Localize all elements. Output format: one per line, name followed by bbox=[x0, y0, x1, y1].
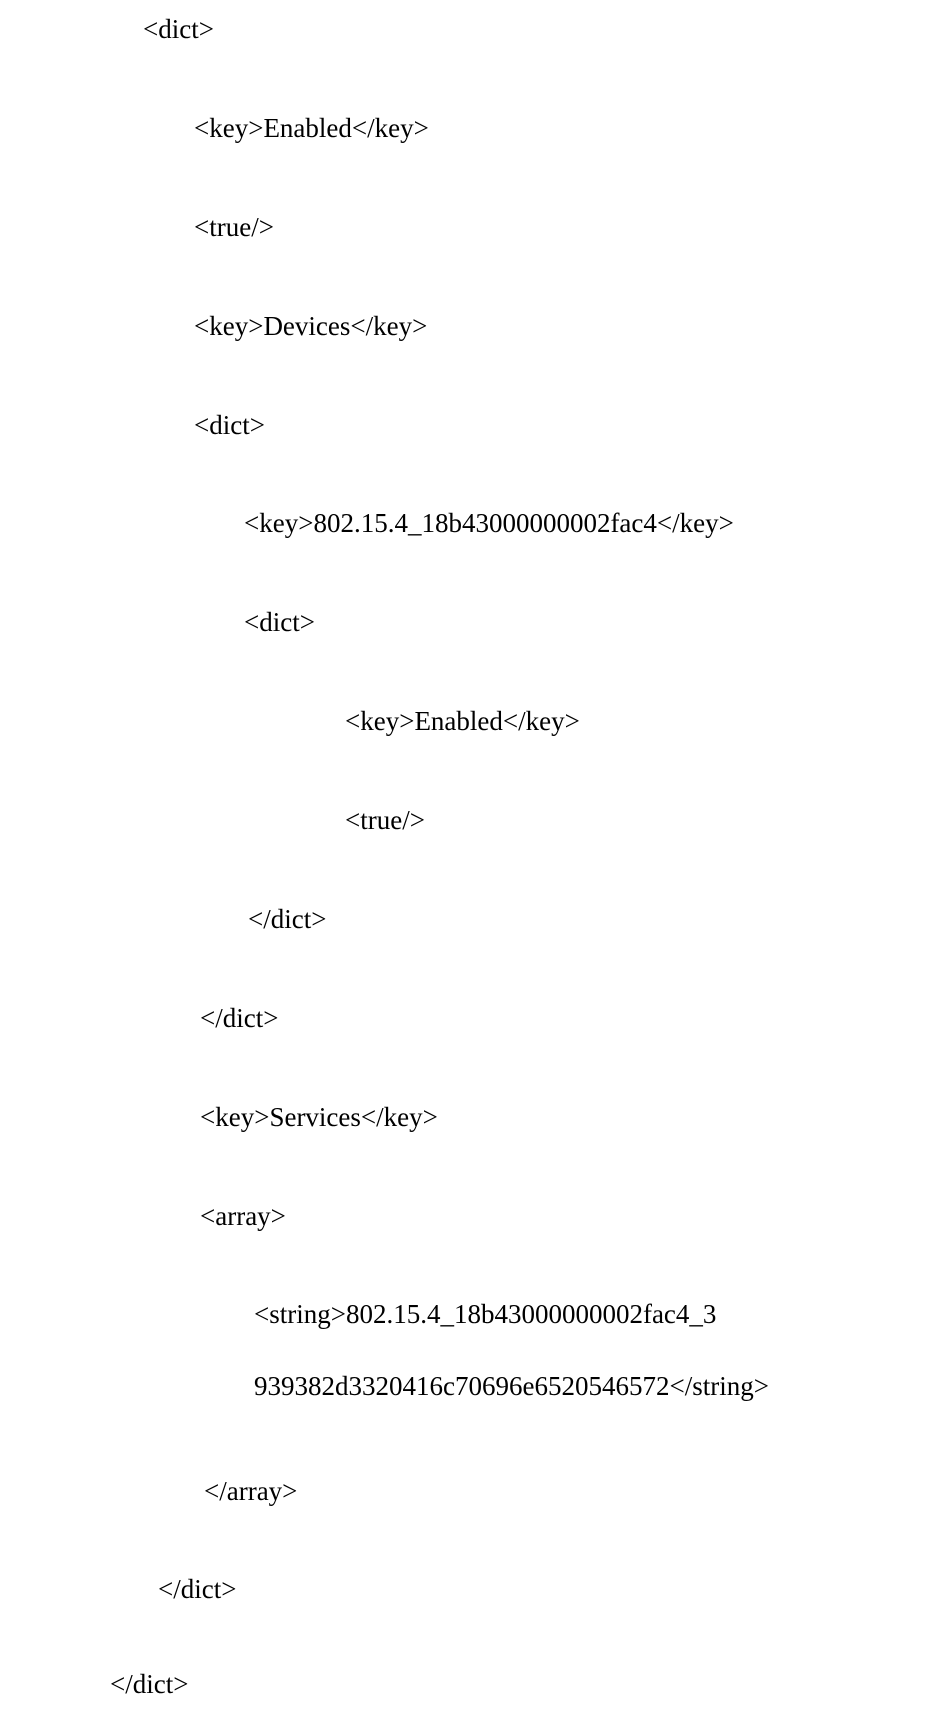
code-line: <dict> bbox=[194, 408, 265, 442]
code-line: <true/> bbox=[194, 210, 274, 244]
code-line: </dict> bbox=[200, 1001, 278, 1035]
code-line: 939382d3320416c70696e6520546572</string> bbox=[254, 1369, 769, 1403]
code-line: </dict> bbox=[110, 1667, 188, 1701]
code-line: <key>Enabled</key> bbox=[194, 111, 429, 145]
code-line: <key>Enabled</key> bbox=[345, 704, 580, 738]
code-line: <key>802.15.4_18b43000000002fac4</key> bbox=[244, 506, 734, 540]
code-line: <true/> bbox=[345, 803, 425, 837]
code-line: <array> bbox=[200, 1199, 286, 1233]
code-line: <dict> bbox=[244, 605, 315, 639]
code-line: </array> bbox=[204, 1474, 297, 1508]
code-line: </dict> bbox=[158, 1572, 236, 1606]
code-line: <string>802.15.4_18b43000000002fac4_3 bbox=[254, 1297, 716, 1331]
code-line: <dict> bbox=[143, 12, 214, 46]
code-line: </dict> bbox=[248, 902, 326, 936]
code-line: <key>Devices</key> bbox=[194, 309, 427, 343]
code-line: <key>Services</key> bbox=[200, 1100, 438, 1134]
